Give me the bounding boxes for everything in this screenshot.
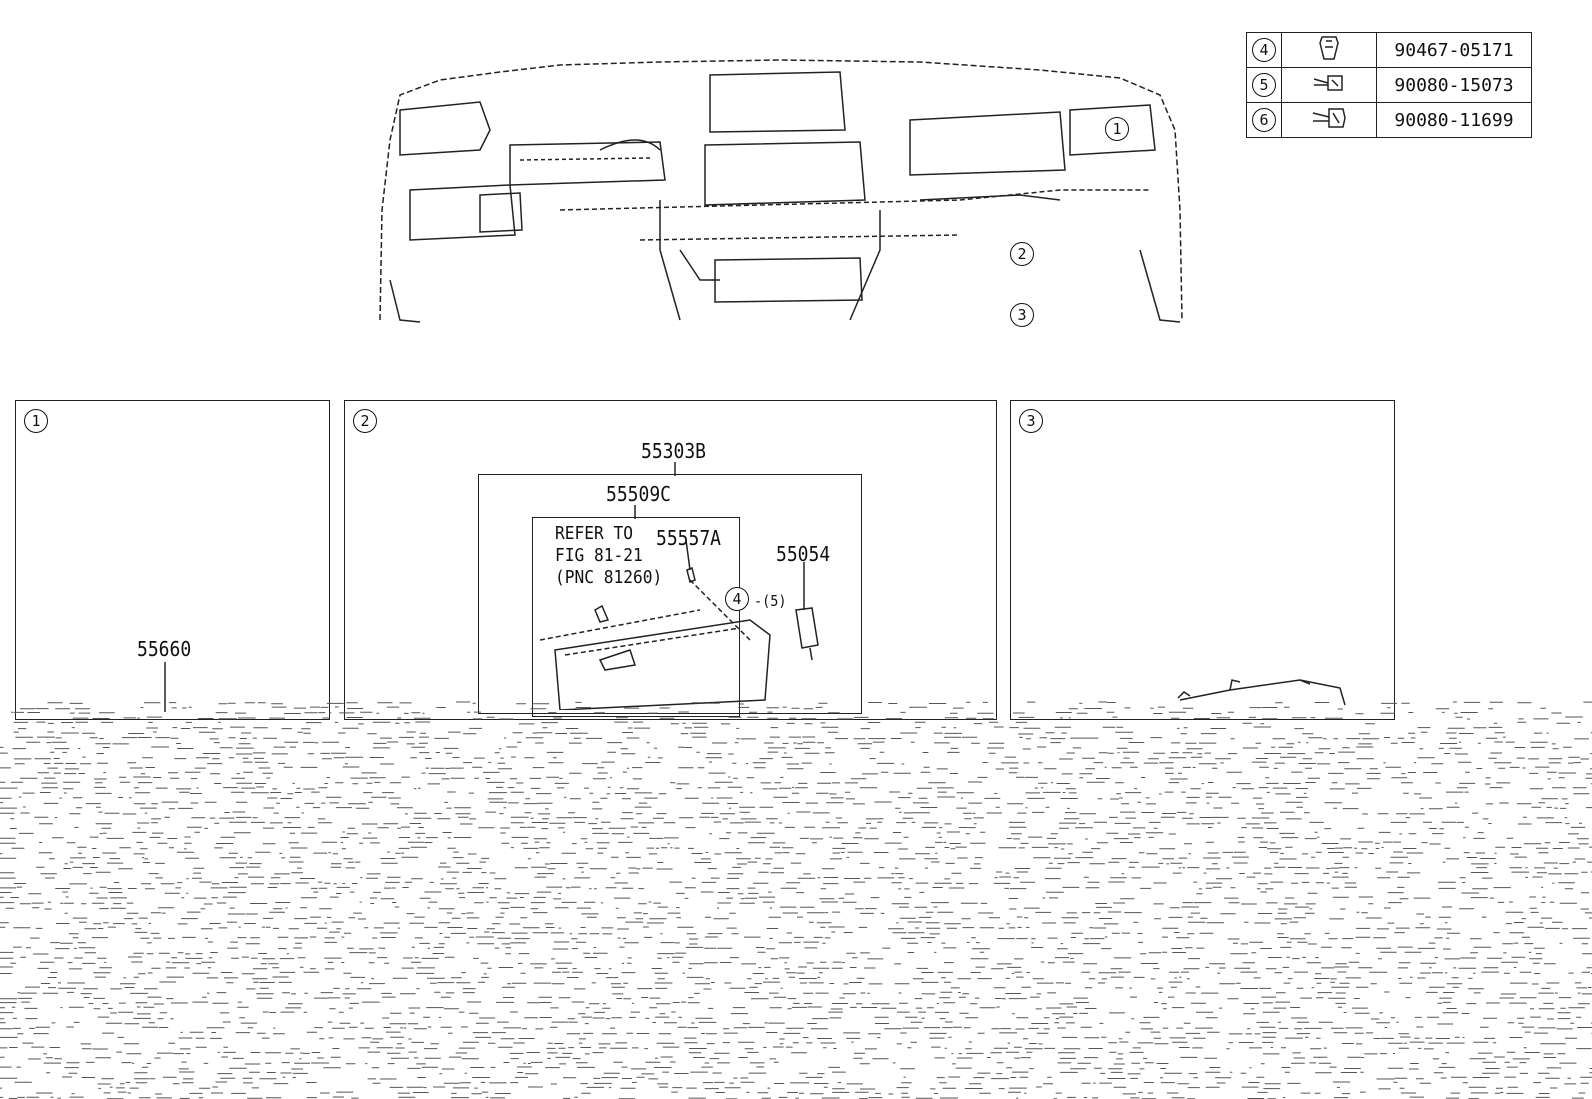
part-label-55054[interactable]: 55054 xyxy=(776,542,831,566)
part-number: 90467-05171 xyxy=(1376,32,1532,68)
table-row[interactable]: 5 90080-15073 xyxy=(1246,67,1532,103)
glove-box-drawing xyxy=(540,540,819,710)
part-label-55303B[interactable]: 55303B xyxy=(641,439,707,463)
part-label-55557A[interactable]: 55557A xyxy=(656,526,722,550)
table-row[interactable]: 4 90467-05171 xyxy=(1246,32,1532,68)
scan-noise-band xyxy=(0,701,1592,1099)
panel-2-callout: 2 xyxy=(353,409,377,433)
table-ref: 4 xyxy=(1252,38,1276,62)
part-label-55509C[interactable]: 55509C xyxy=(606,482,672,506)
dashboard-overview-drawing xyxy=(379,59,1183,323)
refer-note-line-2: FIG 81-21 xyxy=(555,545,643,566)
detail-panel-3 xyxy=(1010,400,1395,720)
overview-callout-1[interactable]: 1 xyxy=(1105,117,1129,141)
inline-ref-5: -(5) xyxy=(754,592,787,610)
table-ref: 6 xyxy=(1252,108,1276,132)
assembly-box-55303B xyxy=(478,474,862,714)
detail-panel-1 xyxy=(15,400,330,720)
parts-table: 4 90467-05171 5 90080-15073 6 90080-1169… xyxy=(1246,32,1532,138)
bolt-icon xyxy=(1312,108,1346,128)
part-number: 90080-15073 xyxy=(1376,67,1532,103)
clip-icon xyxy=(1319,36,1339,60)
refer-note-line-1: REFER TO xyxy=(555,523,634,544)
part-label-55660[interactable]: 55660 xyxy=(137,637,192,661)
detail-panel-2 xyxy=(344,400,997,720)
panel-1-callout: 1 xyxy=(24,409,48,433)
part-number: 90080-11699 xyxy=(1376,102,1532,138)
overview-callout-3[interactable]: 3 xyxy=(1010,303,1034,327)
leader-line xyxy=(674,462,676,476)
table-ref: 5 xyxy=(1252,73,1276,97)
refer-note-line-3: (PNC 81260) xyxy=(555,567,663,588)
overview-callout-2[interactable]: 2 xyxy=(1010,242,1034,266)
leader-line xyxy=(634,505,636,519)
inline-callout-4[interactable]: 4 xyxy=(725,587,749,611)
screw-icon xyxy=(1313,75,1343,91)
panel-3-callout: 3 xyxy=(1019,409,1043,433)
assembly-box-55509C xyxy=(532,517,740,717)
table-row[interactable]: 6 90080-11699 xyxy=(1246,102,1532,138)
leader-line xyxy=(164,662,166,712)
panel-3-part-drawing xyxy=(1177,679,1346,706)
